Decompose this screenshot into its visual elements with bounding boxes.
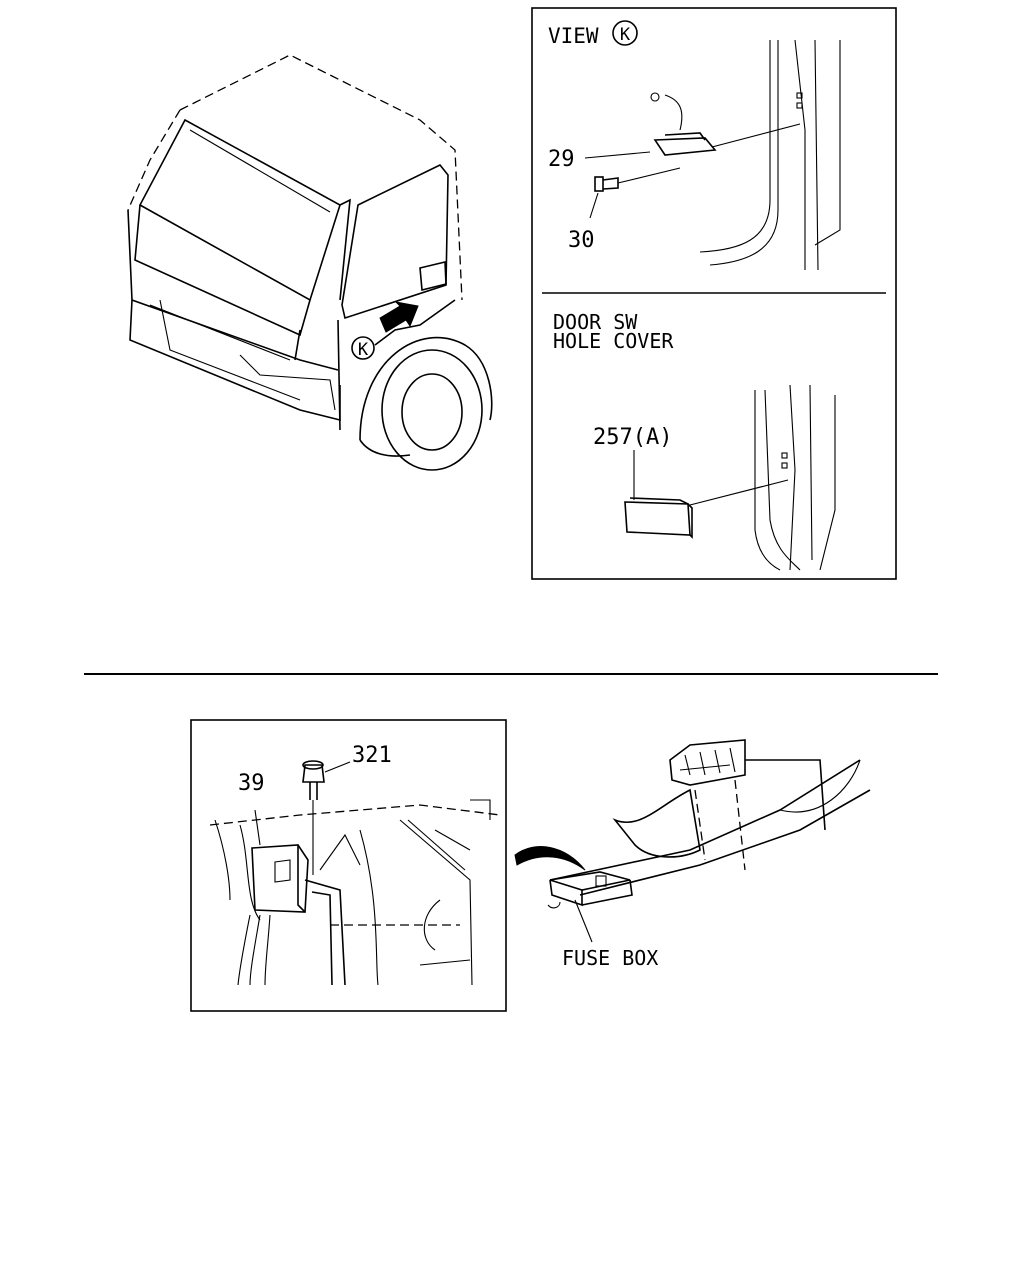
truck-cab-drawing: K: [127, 54, 493, 471]
label-part-39: 39: [238, 771, 265, 796]
view-marker: K: [620, 25, 631, 45]
view-k-panel: VIEW K 29 30 DOOR SW HOLE COVER: [531, 7, 897, 580]
label-part-321: 321: [352, 743, 392, 768]
view-k-marker-circle: [351, 336, 375, 360]
label-part-29: 29: [548, 147, 575, 172]
label-part-30: 30: [568, 228, 595, 253]
view-title: VIEW: [548, 24, 599, 48]
hole-cover-label: HOLE COVER: [553, 329, 674, 353]
cab-k-marker: K: [358, 340, 369, 360]
fuse-detail-panel: 39 321: [190, 719, 507, 1012]
fuse-box-label: FUSE BOX: [562, 946, 658, 970]
label-part-257a: 257(A): [593, 425, 672, 450]
detail-arrow: [514, 846, 586, 871]
fuse-box-drawing: FUSE BOX: [547, 739, 871, 970]
door-sw-label: DOOR SW: [553, 310, 638, 334]
